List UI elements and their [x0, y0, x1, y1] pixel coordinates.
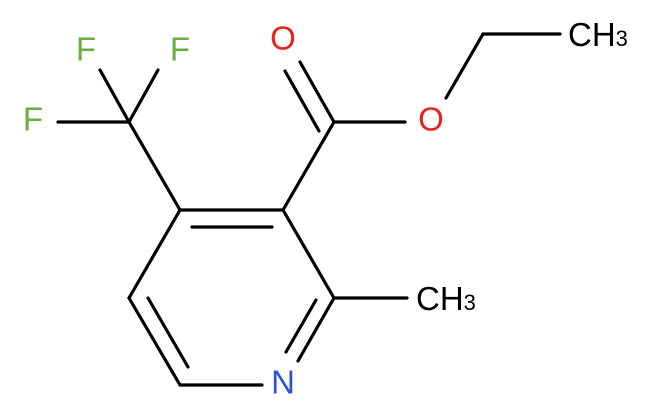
atom-f-left: F: [23, 101, 43, 138]
atom-o-carbonyl: O: [270, 20, 296, 57]
bond-c6-c5-inner: [146, 296, 190, 369]
atom-f-top-left: F: [76, 31, 96, 68]
bond-cf3-f-top-left: [98, 68, 131, 124]
bond-c6-c5: [127, 296, 182, 387]
atom-ch3-methyl-main: CH: [416, 280, 464, 317]
bond-cf3-f-top-right: [127, 68, 160, 124]
bond-c2-n: [296, 296, 336, 363]
bond-c4-cf3: [127, 120, 182, 212]
atom-ch3-methyl-subscript: 3: [464, 290, 476, 315]
bond-c3-c2: [281, 208, 336, 300]
bonds: [56, 32, 562, 387]
atom-ch3-methyl: CH3: [416, 280, 476, 317]
bond-o-ch2: [444, 32, 485, 100]
bond-carbonyl-double-b: [283, 69, 321, 133]
atom-ch3-ethyl-subscript: 3: [616, 26, 628, 51]
bond-c2-n-inner: [284, 298, 318, 354]
atom-o-ester: O: [418, 101, 444, 138]
atom-n-ring: N: [271, 364, 295, 401]
atom-ch3-ethyl-main: CH: [568, 16, 616, 53]
atom-ch3-ethyl: CH3: [568, 16, 628, 53]
bond-c3-carbonyl-c: [281, 120, 336, 212]
bond-carbonyl-double-a: [298, 60, 336, 124]
atom-labels: F F F O O N CH3 CH3: [23, 16, 628, 401]
atom-f-top-right: F: [170, 31, 190, 68]
bond-c5-c4: [127, 208, 182, 300]
